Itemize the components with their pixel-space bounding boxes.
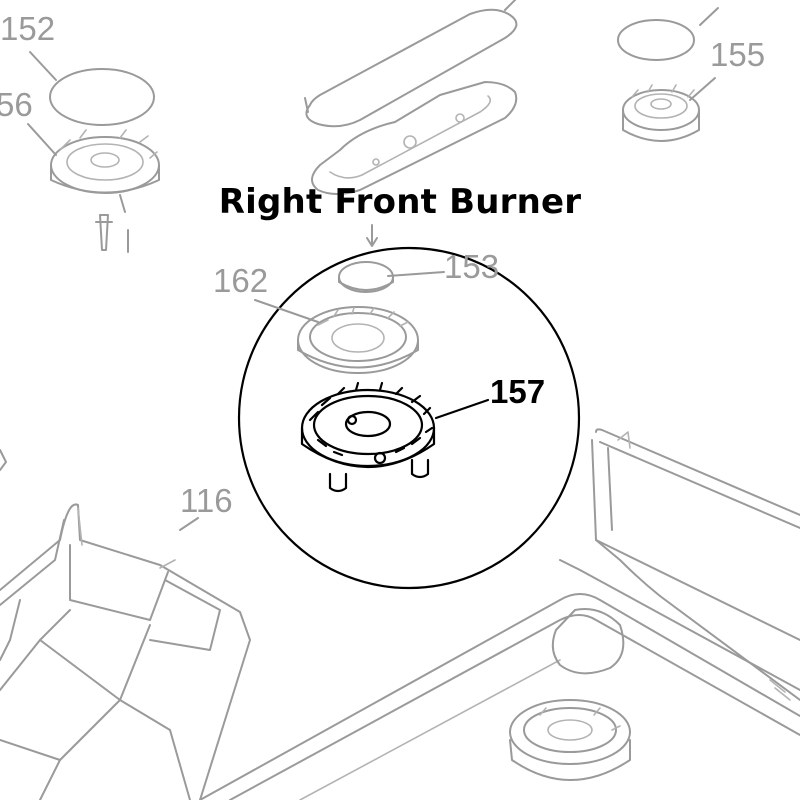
diagram-title: Right Front Burner: [218, 182, 582, 222]
leader-157: [434, 398, 490, 420]
right-front-burner-detail: [237, 246, 581, 590]
callout-157: 157: [490, 373, 545, 410]
oval-burner-cap: [305, 8, 518, 128]
callout-162: 162: [213, 262, 268, 299]
oval-burner-base: [311, 81, 518, 195]
control-knob-base: [551, 608, 625, 675]
cooktop-surface: [199, 428, 800, 800]
right-rear-burner-assembly: [617, 7, 719, 142]
bottom-burner: [509, 699, 631, 765]
callout-153: 153: [444, 248, 499, 285]
callout-labels: 152 56 155 162 153 157 116: [0, 10, 765, 519]
highlight-circle: [237, 246, 581, 590]
callout-156: 56: [0, 86, 33, 123]
burner-head-162: [297, 306, 419, 374]
center-oval-burner-assembly: [304, 0, 518, 247]
cooking-grate-116: [0, 449, 251, 800]
callout-152: 152: [0, 10, 55, 47]
burner-cap: [617, 19, 695, 61]
burner-cap-153: [338, 261, 394, 293]
callout-155: 155: [710, 36, 765, 73]
callout-116: 116: [180, 482, 233, 519]
left-rear-burner-assembly: [49, 68, 160, 253]
burner-head-155: [622, 89, 700, 131]
burner-cap-152: [49, 68, 155, 126]
